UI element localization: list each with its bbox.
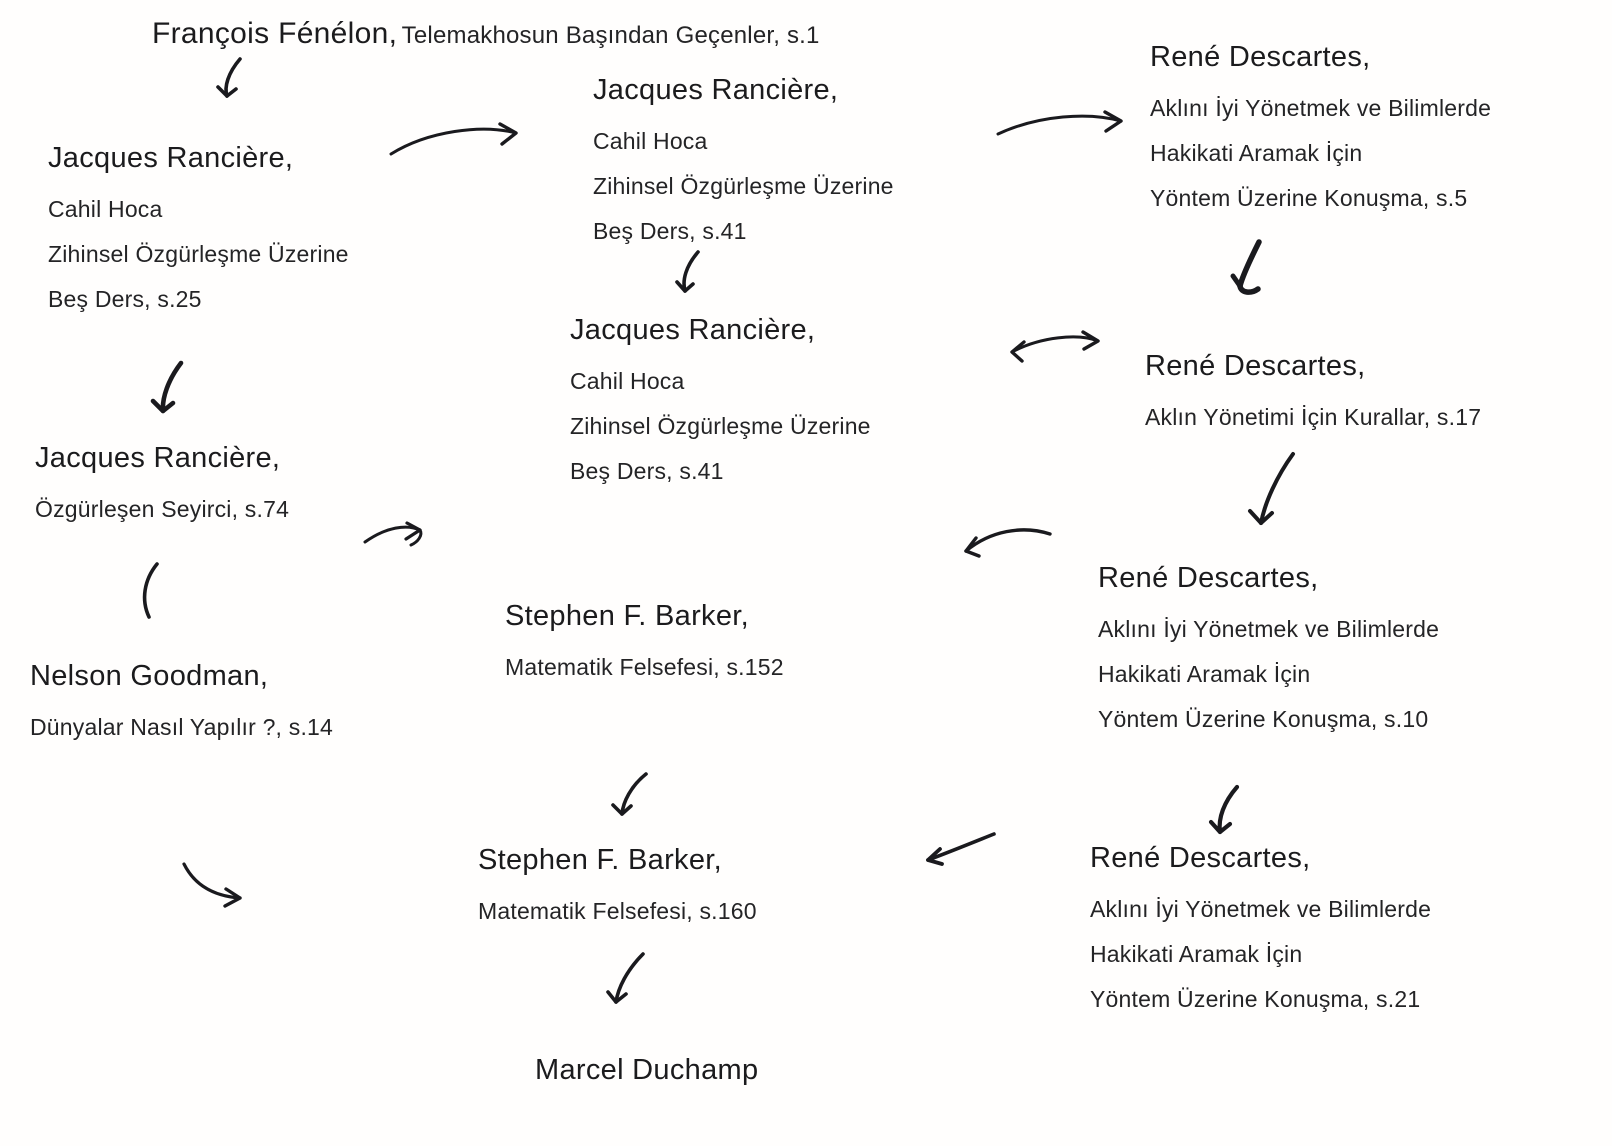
work-title-line: Özgürleşen Seyirci, s.74 (35, 496, 290, 522)
author-name: Nelson Goodman, (30, 660, 269, 692)
work-title-line: Yöntem Üzerine Konuşma, s.21 (1090, 986, 1421, 1012)
author-name: René Descartes, (1145, 350, 1366, 382)
work-title-line: Zihinsel Özgürleşme Üzerine (48, 241, 349, 267)
work-title-line: Matematik Felsefesi, s.160 (478, 898, 757, 924)
work-title-line: Dünyalar Nasıl Yapılır ?, s.14 (30, 714, 334, 740)
arrow-right-ranciere-descartes-icon (993, 103, 1133, 145)
arrow-down-barker-a-b-icon (608, 768, 652, 824)
author-name: Jacques Rancière, (35, 442, 281, 474)
arrow-down-ranciere-goodman-icon (133, 560, 165, 622)
author-name: Jacques Rancière, (48, 142, 294, 174)
arrow-down-descartes-c-d-icon (1205, 782, 1251, 844)
node-descartes-a: René Descartes, Aklını İyi Yönetmek ve B… (1150, 39, 1491, 210)
work-title-line: Cahil Hoca (593, 128, 708, 154)
arrow-down-barker-duchamp-icon (605, 948, 651, 1012)
author-name: Stephen F. Barker, (505, 600, 749, 632)
work-title-line: Yöntem Üzerine Konuşma, s.5 (1150, 185, 1468, 211)
arrow-right-ranciere-barker-icon (360, 516, 434, 560)
author-name: Jacques Rancière, (593, 74, 839, 106)
work-title-line: Beş Ders, s.41 (570, 458, 724, 484)
author-name: Stephen F. Barker, (478, 844, 722, 876)
work-title-line: Zihinsel Özgürleşme Üzerine (593, 173, 894, 199)
work-title-line: Matematik Felsefesi, s.152 (505, 654, 784, 680)
work-title-line: Beş Ders, s.41 (593, 218, 747, 244)
work-title: Telemakhosun Başından Geçenler, s.1 (401, 22, 820, 49)
node-descartes-c: René Descartes, Aklını İyi Yönetmek ve B… (1098, 560, 1439, 731)
work-title-line: Yöntem Üzerine Konuşma, s.10 (1098, 706, 1429, 732)
work-title-line: Cahil Hoca (48, 196, 163, 222)
node-descartes-d: René Descartes, Aklını İyi Yönetmek ve B… (1090, 840, 1431, 1011)
arrow-both-ranciere-descartes-icon (1000, 320, 1112, 368)
node-descartes-b: René Descartes, Aklın Yönetimi İçin Kura… (1145, 348, 1481, 429)
arrow-down-descartes-a-b-icon (1228, 238, 1272, 300)
work-title-line: Aklını İyi Yönetmek ve Bilimlerde (1098, 616, 1440, 642)
author-name: Jacques Rancière, (570, 314, 816, 346)
node-ranciere-d: Jacques Rancière, Özgürleşen Seyirci, s.… (35, 440, 289, 521)
work-title-line: Cahil Hoca (570, 368, 685, 394)
work-title-line: Zihinsel Özgürleşme Üzerine (570, 413, 871, 439)
arrow-down-fenelon-ranciere-icon (212, 55, 248, 103)
work-title-line: Aklını İyi Yönetmek ve Bilimlerde (1090, 896, 1432, 922)
work-title-line: Beş Ders, s.25 (48, 286, 202, 312)
node-ranciere-c: Jacques Rancière, Cahil Hoca Zihinsel Öz… (570, 312, 871, 483)
arrow-down-ranciere-b-c-icon (672, 248, 706, 298)
arrow-down-ranciere-a-d-icon (148, 358, 190, 422)
node-barker-a: Stephen F. Barker, Matematik Felsefesi, … (505, 598, 784, 679)
arrow-down-descartes-b-c-icon (1235, 448, 1301, 536)
work-title-line: Aklını İyi Yönetmek ve Bilimlerde (1150, 95, 1492, 121)
node-barker-b: Stephen F. Barker, Matematik Felsefesi, … (478, 842, 757, 923)
node-fenelon: François Fénélon, Telemakhosun Başından … (152, 16, 820, 52)
node-duchamp: Marcel Duchamp (535, 1052, 758, 1088)
author-name: François Fénélon, (152, 17, 398, 50)
arrow-right-goodman-barker-icon (176, 856, 260, 912)
author-name: Marcel Duchamp (535, 1054, 759, 1086)
node-ranciere-a: Jacques Rancière, Cahil Hoca Zihinsel Öz… (48, 140, 349, 311)
author-name: René Descartes, (1090, 842, 1311, 874)
work-title-line: Hakikati Aramak İçin (1150, 140, 1363, 166)
work-title-line: Aklın Yönetimi İçin Kurallar, s.17 (1145, 404, 1482, 430)
node-ranciere-b: Jacques Rancière, Cahil Hoca Zihinsel Öz… (593, 72, 894, 243)
arrow-right-ranciere-a-b-icon (386, 116, 528, 160)
arrow-left-descartes-barker-a-icon (952, 522, 1056, 572)
node-goodman: Nelson Goodman, Dünyalar Nasıl Yapılır ?… (30, 658, 333, 739)
author-name: René Descartes, (1150, 41, 1371, 73)
author-name: René Descartes, (1098, 562, 1319, 594)
work-title-line: Hakikati Aramak İçin (1090, 941, 1303, 967)
arrow-left-descartes-barker-b-icon (912, 822, 1000, 870)
work-title-line: Hakikati Aramak İçin (1098, 661, 1311, 687)
